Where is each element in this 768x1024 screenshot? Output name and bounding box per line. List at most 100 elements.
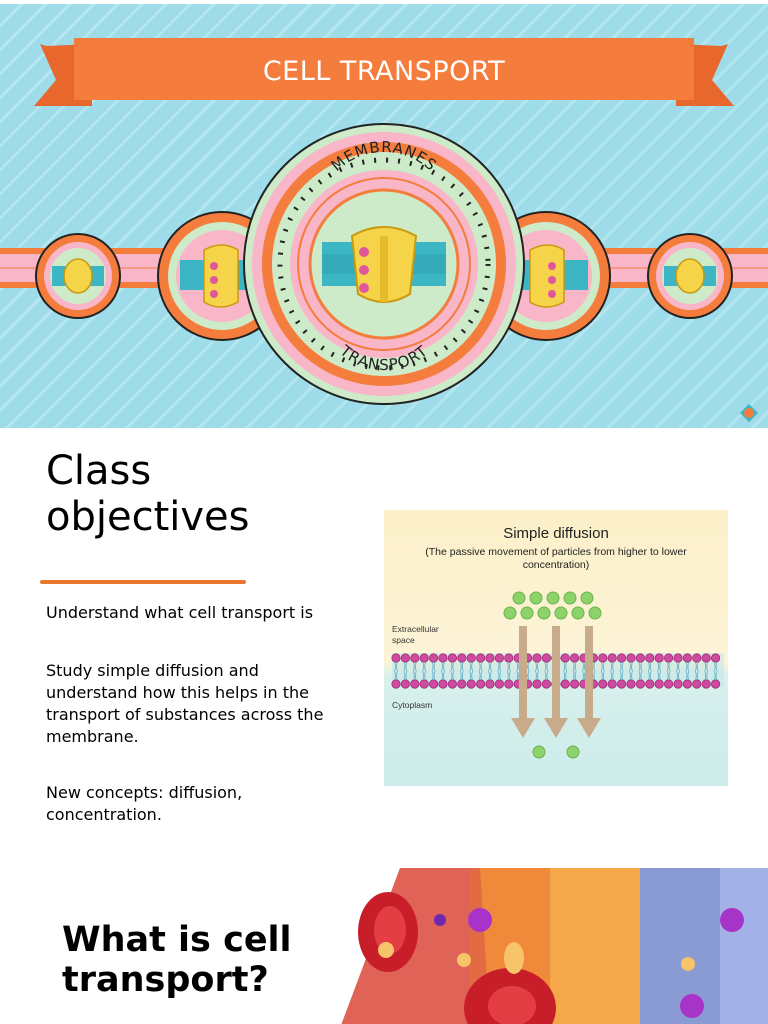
objective-item: Study simple diffusion and understand ho… — [46, 661, 324, 746]
phospholipid-head — [663, 653, 674, 663]
phospholipid-head — [400, 653, 411, 663]
phospholipid-head — [626, 653, 636, 663]
simple-diffusion-figure: Simple diffusion (The passive movement o… — [384, 510, 728, 786]
phospholipid-head — [570, 653, 580, 663]
phospholipid-head — [400, 679, 411, 689]
phospholipid-head — [682, 679, 692, 689]
phospholipid-head — [654, 679, 664, 689]
phospholipid-head — [494, 679, 505, 689]
phospholipid-head — [710, 679, 721, 689]
phospholipid-head — [663, 679, 674, 689]
phospholipid-head — [391, 653, 401, 663]
banner-illustration: MEMBRANES TRANSPORT — [0, 38, 768, 405]
phospholipid-tail — [694, 661, 699, 681]
phospholipid-head — [447, 679, 458, 689]
phospholipid-head — [419, 653, 429, 663]
blood-cell-illustration — [341, 868, 768, 1024]
phospholipid-head — [635, 653, 645, 663]
phospholipid-tail — [619, 661, 624, 681]
phospholipid-head — [494, 653, 505, 663]
objective-item: Understand what cell transport is — [46, 603, 314, 622]
phospholipid-head — [504, 679, 514, 689]
phospholipid-tail — [450, 661, 455, 681]
phospholipid-head — [598, 653, 608, 663]
phospholipid-head — [692, 679, 702, 689]
objectives-heading: Class objectives — [46, 448, 250, 540]
phospholipid-head — [701, 679, 711, 689]
phospholipid-head — [485, 679, 495, 689]
phospholipid-tail — [431, 661, 436, 681]
phospholipid-head — [692, 653, 702, 663]
phospholipid-head — [617, 653, 627, 663]
phospholipid-tail — [441, 661, 445, 681]
phospholipid-head — [485, 653, 495, 663]
phospholipid-tail — [713, 661, 718, 681]
objective-item: New concepts: diffusion, concentration. — [46, 783, 243, 824]
small-emblem-right — [647, 233, 733, 319]
phospholipid-head — [476, 653, 486, 663]
phospholipid-tail — [657, 661, 662, 681]
phospholipid-tail — [544, 661, 549, 681]
phospholipid-head — [410, 679, 420, 689]
phospholipid-head — [457, 679, 467, 689]
phospholipid-head — [532, 653, 542, 663]
phospholipid-tail — [629, 661, 633, 681]
phospholipid-head — [391, 679, 401, 689]
phospholipid-tail — [600, 661, 605, 681]
question-slide: What is cell transport? — [0, 858, 768, 1024]
central-emblem: MEMBRANES TRANSPORT — [243, 123, 525, 405]
phospholipid-head — [428, 653, 439, 663]
phospholipid-head — [626, 679, 636, 689]
title-slide: MEMBRANES TRANSPORT CELL TRANSPORT — [0, 4, 768, 428]
phospholipid-head — [560, 679, 570, 689]
question-heading: What is cell transport? — [62, 920, 292, 1000]
phospholipid-head — [419, 679, 429, 689]
phospholipid-tail — [422, 661, 427, 681]
phospholipid-tail — [582, 661, 586, 681]
phospholipid-head — [673, 653, 683, 663]
phospholipid-head — [607, 679, 617, 689]
phospholipid-head — [466, 653, 476, 663]
phospholipid-tail — [610, 661, 615, 681]
small-emblem-left — [35, 233, 121, 319]
phospholipid-head — [532, 679, 542, 689]
phospholipid-head — [476, 679, 486, 689]
phospholipid-tail — [676, 661, 680, 681]
phospholipid-tail — [516, 661, 521, 681]
phospholipid-head — [645, 679, 655, 689]
phospholipid-tail — [647, 661, 652, 681]
slide-title: CELL TRANSPORT — [262, 56, 506, 87]
phospholipid-head — [645, 653, 655, 663]
phospholipid-tail — [403, 661, 408, 681]
phospholipid-head — [570, 679, 580, 689]
phospholipid-tail — [638, 661, 643, 681]
phospholipid-head — [447, 653, 458, 663]
phospholipid-tail — [506, 661, 511, 681]
phospholipid-tail — [478, 661, 483, 681]
phospholipid-tail — [685, 661, 690, 681]
phospholipid-tail — [469, 661, 474, 681]
phospholipid-tail — [563, 661, 568, 681]
logo-icon — [740, 404, 758, 422]
figure-caption: (The passive movement of particles from … — [425, 546, 687, 571]
phospholipid-tail — [525, 661, 530, 681]
phospholipid-head — [438, 679, 448, 689]
phospholipid-head — [438, 653, 448, 663]
phospholipid-head — [710, 653, 721, 663]
phospholipid-tail — [666, 661, 671, 681]
phospholipid-head — [598, 679, 608, 689]
phospholipid-tail — [497, 661, 502, 681]
phospholipid-head — [673, 679, 683, 689]
label-extracellular: Extracellular space — [392, 624, 439, 645]
phospholipid-head — [457, 653, 467, 663]
heading-divider — [40, 580, 246, 584]
label-cytoplasm: Cytoplasm — [392, 700, 432, 710]
phospholipid-head — [466, 679, 476, 689]
phospholipid-head — [428, 679, 439, 689]
phospholipid-tail — [535, 661, 539, 681]
phospholipid-head — [617, 679, 627, 689]
phospholipid-head — [654, 653, 664, 663]
phospholipid-tail — [412, 661, 417, 681]
phospholipid-head — [701, 653, 711, 663]
phospholipid-tail — [572, 661, 577, 681]
